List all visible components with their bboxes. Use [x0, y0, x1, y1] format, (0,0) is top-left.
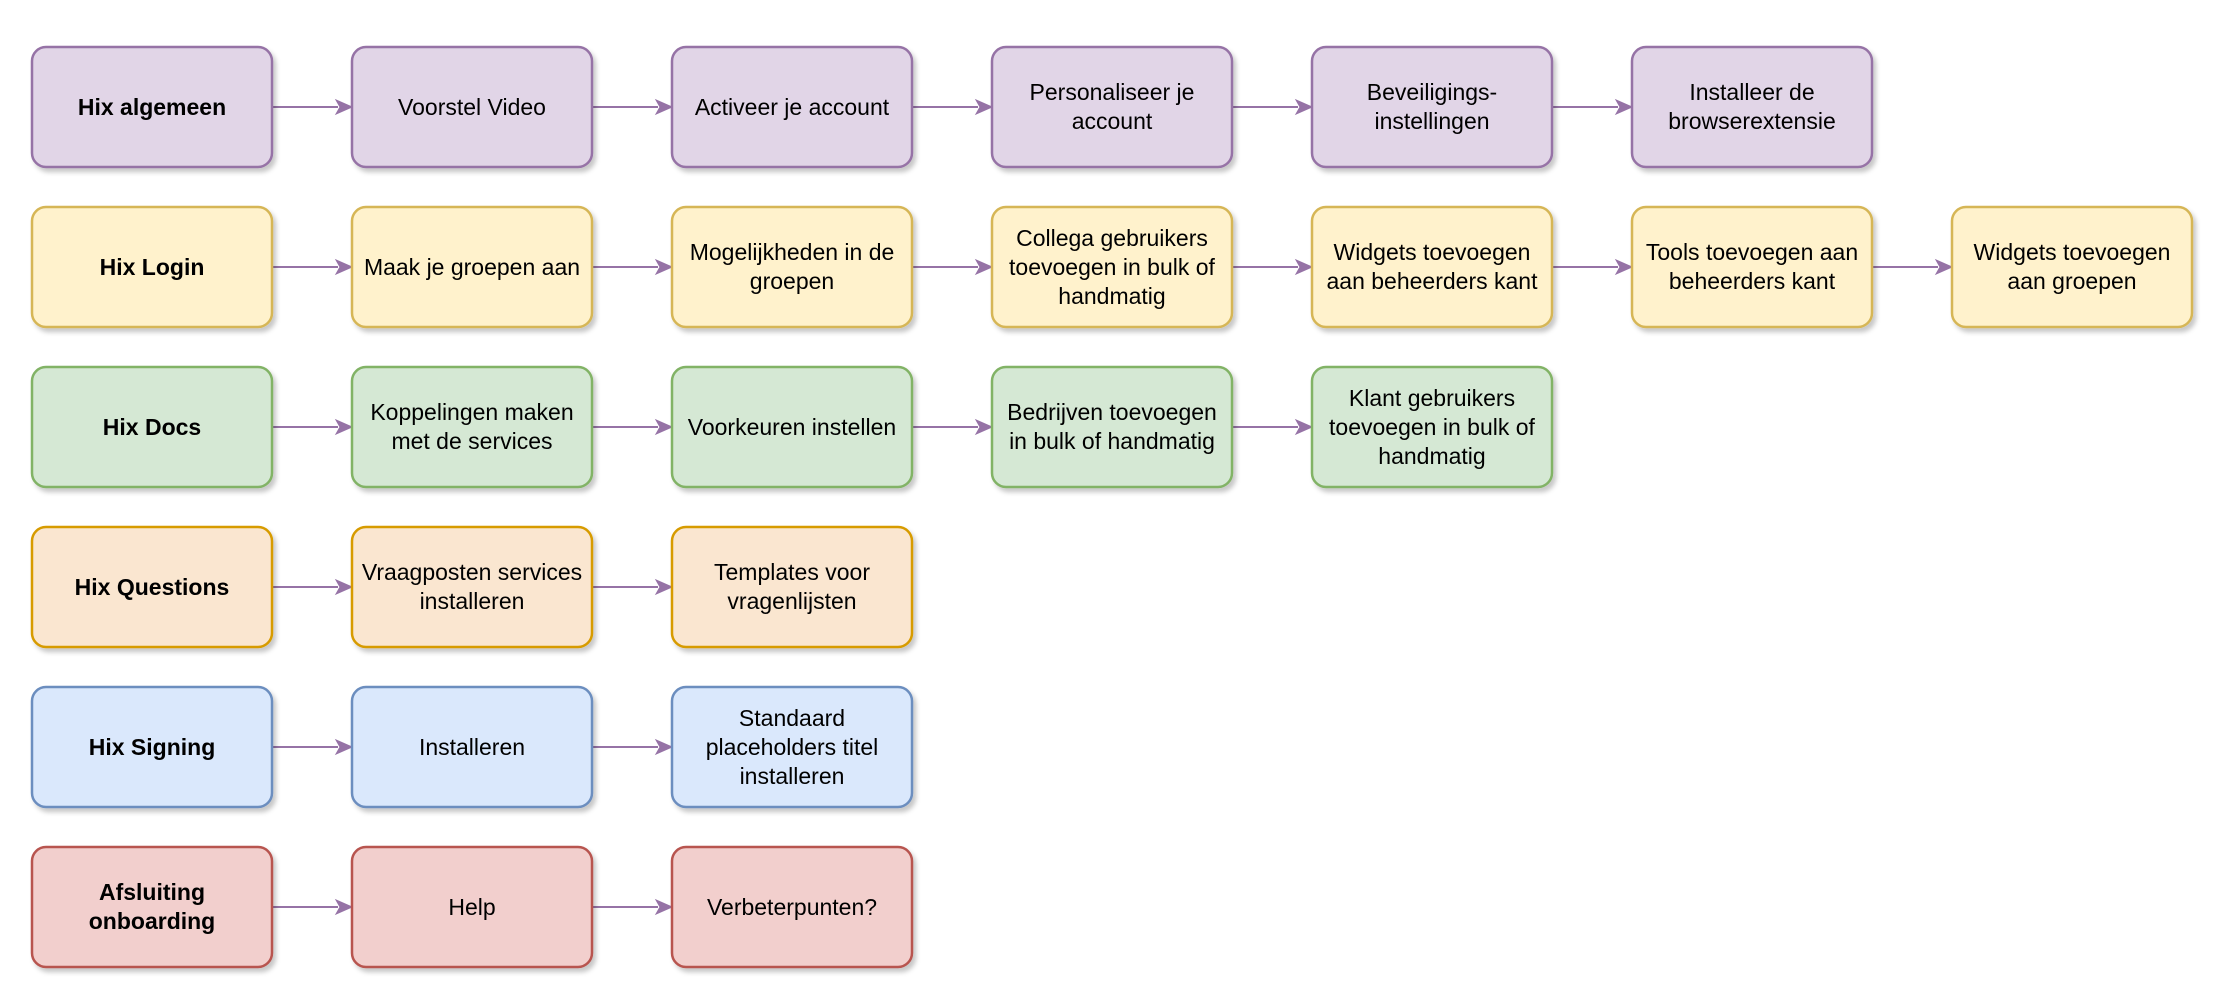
flow-step-box — [670, 205, 914, 329]
flow-step-box — [1630, 205, 1874, 329]
arrowhead-icon — [974, 258, 994, 276]
flow-step-label: Bedrijven toevoegen in bulk of handmatig — [1007, 399, 1217, 454]
arrowhead-icon — [654, 418, 674, 436]
flow-heading-label: Hix Docs — [102, 413, 202, 440]
flow-heading-label: Hix Signing — [88, 733, 216, 760]
flow-step-box — [670, 45, 914, 169]
flow-step-label: Koppelingen maken met de services — [370, 399, 574, 454]
flow-step-box — [670, 845, 914, 969]
flow-step-box — [350, 845, 594, 969]
arrowhead-icon — [334, 258, 354, 276]
flow-step-label: Voorkeuren instellen — [687, 413, 897, 440]
arrowhead-icon — [1294, 418, 1314, 436]
flow-step-box — [990, 365, 1234, 489]
flow-step-label: Standaard placeholders titel installeren — [705, 704, 879, 789]
flow-step-box — [1630, 45, 1874, 169]
arrowhead-icon — [334, 898, 354, 916]
flow-step-label: Installeer de browserextensie — [1668, 79, 1836, 134]
flow-heading-label: Hix Login — [99, 253, 205, 280]
flow-step-label: Voorstel Video — [398, 93, 546, 120]
arrowhead-icon — [654, 98, 674, 116]
flow-heading-box — [30, 685, 274, 809]
arrowhead-icon — [1614, 98, 1634, 116]
flow-step-label: Klant gebruikers toevoegen in bulk of ha… — [1329, 384, 1535, 469]
flow-heading-box — [30, 845, 274, 969]
flow-step-box — [350, 205, 594, 329]
flow-heading-label: Hix Questions — [74, 573, 230, 600]
flow-step-label: Tools toevoegen aan beheerders kant — [1645, 239, 1859, 294]
nodes-layer — [30, 45, 2194, 969]
flow-step-box — [1310, 205, 1554, 329]
flow-step-box — [670, 365, 914, 489]
flow-step-box — [990, 205, 1234, 329]
flow-step-box — [350, 525, 594, 649]
flow-heading-box — [30, 205, 274, 329]
flow-step-label: Installeren — [418, 733, 526, 760]
flow-step-label: Help — [448, 893, 496, 920]
flow-step-label: Templates voor vragenlijsten — [714, 559, 870, 614]
arrowhead-icon — [654, 738, 674, 756]
flow-step-label: Vraagposten services installeren — [361, 559, 583, 614]
flow-step-box — [1950, 205, 2194, 329]
flow-step-label: Widgets toevoegen aan beheerders kant — [1326, 239, 1538, 294]
flow-step-label: Widgets toevoegen aan groepen — [1973, 239, 2171, 294]
flow-step-label: Collega gebruikers toevoegen in bulk of … — [1009, 224, 1215, 309]
arrowhead-icon — [334, 98, 354, 116]
arrowhead-icon — [1294, 258, 1314, 276]
arrowhead-icon — [334, 738, 354, 756]
flow-heading-box — [30, 45, 274, 169]
arrowhead-icon — [974, 98, 994, 116]
flow-step-label: Beveiligings- instellingen — [1366, 79, 1498, 134]
arrowhead-icon — [1294, 98, 1314, 116]
flow-step-box — [670, 685, 914, 809]
flow-step-box — [1310, 45, 1554, 169]
flow-step-box — [350, 365, 594, 489]
flow-step-label: Personaliseer je account — [1029, 79, 1195, 134]
flow-step-box — [670, 525, 914, 649]
flow-step-box — [990, 45, 1234, 169]
arrowhead-icon — [1614, 258, 1634, 276]
flow-heading-box — [30, 525, 274, 649]
arrowhead-icon — [654, 898, 674, 916]
arrowhead-icon — [974, 418, 994, 436]
flow-step-label: Mogelijkheden in de groepen — [689, 239, 895, 294]
arrowhead-icon — [1934, 258, 1954, 276]
arrowhead-icon — [334, 578, 354, 596]
flow-step-label: Verbeterpunten? — [706, 893, 878, 920]
flow-step-box — [1310, 365, 1554, 489]
arrowhead-icon — [334, 418, 354, 436]
arrowhead-icon — [654, 578, 674, 596]
arrowhead-icon — [654, 258, 674, 276]
flow-heading-box — [30, 365, 274, 489]
flow-step-label: Maak je groepen aan — [363, 253, 581, 280]
flow-heading-label: Hix algemeen — [77, 93, 227, 120]
flow-heading-label: Afsluiting onboarding — [88, 879, 216, 934]
flow-step-box — [350, 45, 594, 169]
flow-step-box — [350, 685, 594, 809]
flow-step-label: Activeer je account — [694, 93, 890, 120]
connectors-layer — [272, 98, 1954, 916]
